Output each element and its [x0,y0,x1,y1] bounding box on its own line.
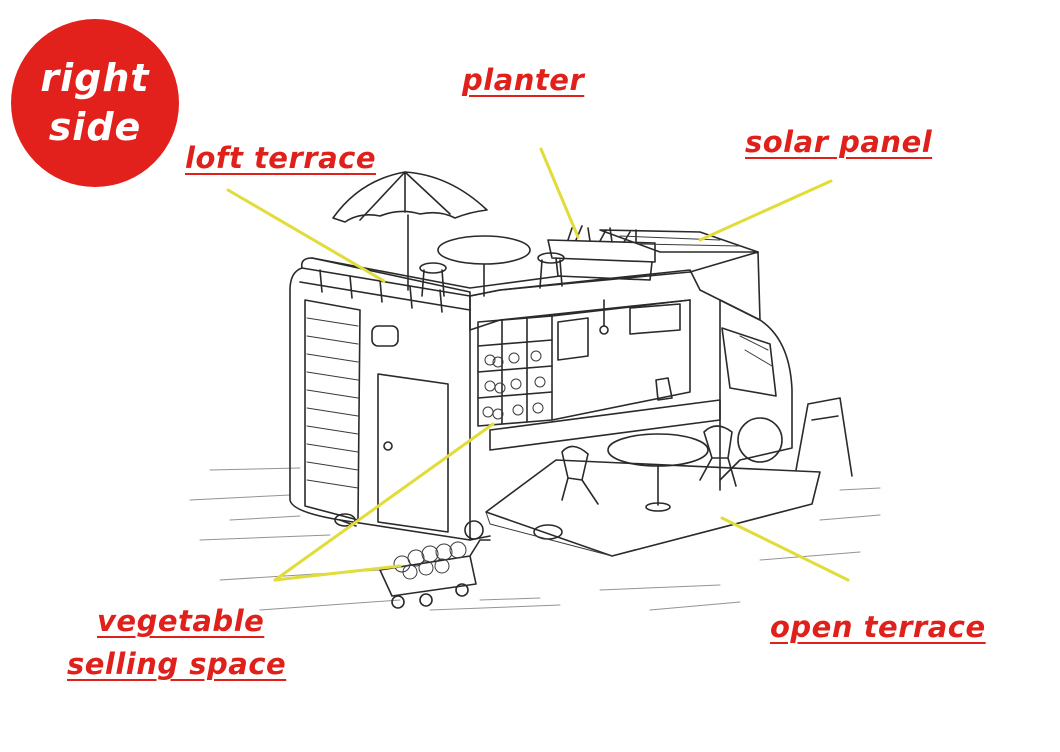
pointer-planter [539,147,580,239]
label-loft-terrace: loft terrace [185,141,377,175]
side-badge: right side [11,19,179,187]
label-open-terrace: open terrace [770,610,986,644]
planter-box [547,225,656,281]
badge-line-2: side [48,105,142,149]
pointer-loft-terrace [226,188,386,283]
label-vegetable-line-2: selling space [67,647,287,681]
label-vegetable-line-1: vegetable [97,604,265,638]
label-solar-panel: solar panel [745,125,933,159]
loft-table [419,235,565,297]
umbrella [332,171,488,291]
vegetable-cart [379,539,491,609]
badge-line-1: right [40,56,150,101]
truck-body [289,251,853,541]
ground-hatching [189,467,881,611]
pointer-vegetable-shelf [273,422,495,582]
pointer-solar-panel [698,179,833,242]
pointer-open-terrace [720,516,850,582]
open-terrace-deck [485,425,821,557]
label-planter: planter [462,63,585,97]
pointer-vegetable-cart [273,564,402,582]
pointer-lines [226,147,850,582]
